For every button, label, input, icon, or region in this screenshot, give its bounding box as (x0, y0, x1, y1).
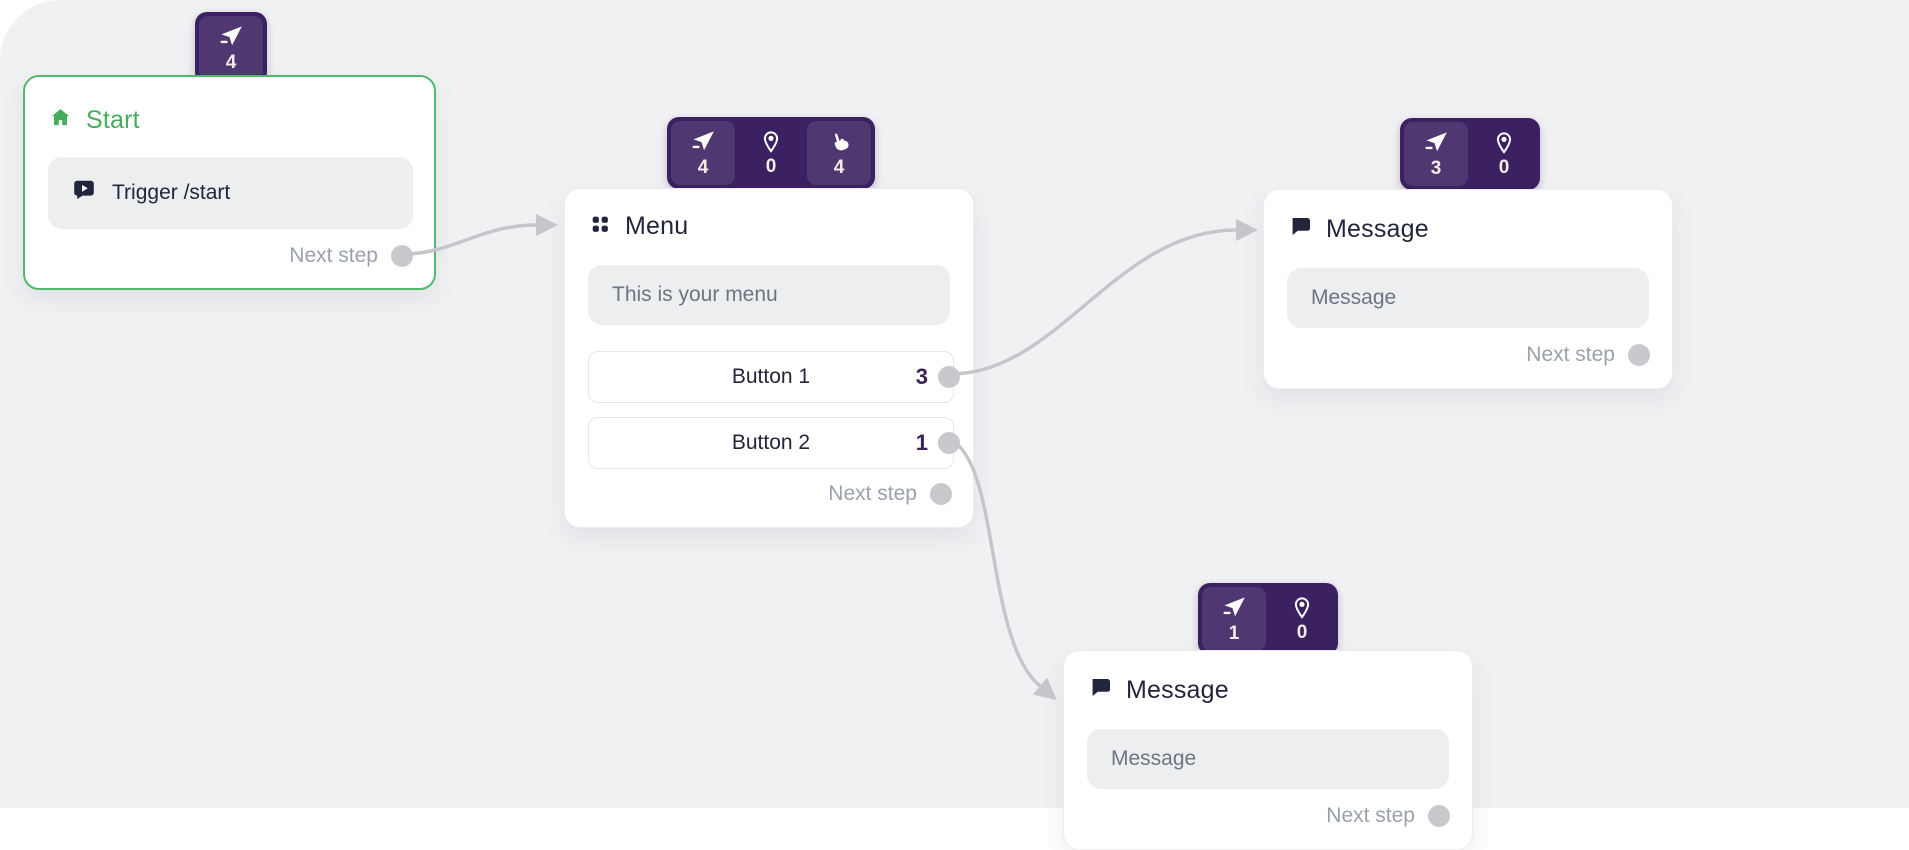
badge-clicks: 4 (807, 121, 871, 185)
next-step-row: Next step (1064, 804, 1472, 827)
send-icon (1221, 595, 1247, 621)
node-start-header: Start (49, 105, 140, 135)
menu-button-label: Button 1 (731, 365, 811, 388)
node-menu[interactable]: Menu This is your menu Button 1 3 Button… (564, 188, 974, 528)
badge-count: 1 (1228, 623, 1240, 644)
counter-badge-group-start: 4 (195, 12, 267, 84)
badge-count: 4 (833, 156, 845, 178)
next-step-row: Next step (1264, 343, 1672, 366)
next-step-label: Next step (1526, 343, 1615, 366)
location-pin-icon (1290, 596, 1314, 620)
trigger-field[interactable]: Trigger /start (48, 157, 413, 229)
trigger-command-icon (72, 178, 96, 208)
node-message-header: Message (1288, 214, 1429, 244)
counter-badge-group-message-bottom: 1 0 (1198, 583, 1338, 655)
next-step-port[interactable] (930, 483, 952, 505)
send-icon (1423, 130, 1449, 156)
button-2-port[interactable] (938, 432, 960, 454)
badge-location: 0 (739, 121, 803, 185)
node-title: Start (86, 105, 140, 134)
badge-count: 0 (1498, 157, 1510, 178)
message-bubble-icon (1088, 676, 1112, 705)
node-start[interactable]: Start Trigger /start Next step (23, 75, 436, 290)
menu-button-count: 3 (915, 364, 928, 389)
menu-button-label: Button 2 (731, 431, 811, 454)
message-placeholder: Message (1111, 747, 1197, 770)
next-step-port[interactable] (391, 245, 413, 267)
node-title: Menu (625, 211, 689, 240)
badge-sent: 4 (199, 16, 263, 80)
menu-text-field[interactable]: This is your menu (588, 265, 950, 325)
message-text-field[interactable]: Message (1287, 268, 1649, 328)
node-message-bottom[interactable]: Message Message Next step (1063, 650, 1473, 850)
node-message-right[interactable]: Message Message Next step (1263, 189, 1673, 389)
edge-button1-to-message (949, 219, 1258, 376)
next-step-label: Next step (289, 244, 378, 267)
node-menu-header: Menu (589, 211, 688, 241)
menu-text-value: This is your menu (612, 283, 778, 306)
node-message-header: Message (1088, 675, 1229, 705)
badge-sent: 3 (1404, 122, 1468, 186)
send-icon (690, 129, 716, 155)
message-placeholder: Message (1311, 286, 1397, 309)
home-icon (49, 106, 72, 134)
badge-location: 0 (1472, 122, 1536, 186)
location-pin-icon (759, 130, 783, 154)
counter-badge-group-menu: 4 0 4 (667, 117, 875, 189)
location-pin-icon (1492, 131, 1516, 155)
badge-count: 0 (765, 156, 777, 177)
badge-sent: 1 (1202, 587, 1266, 651)
next-step-label: Next step (828, 482, 917, 505)
counter-badge-group-message-right: 3 0 (1400, 118, 1540, 190)
node-title: Message (1326, 214, 1429, 243)
badge-count: 3 (1430, 158, 1442, 179)
badge-count: 4 (225, 52, 237, 73)
menu-grid-icon (589, 213, 611, 240)
next-step-port[interactable] (1628, 344, 1650, 366)
menu-button-1[interactable]: Button 1 3 (588, 351, 960, 403)
send-icon (218, 24, 244, 50)
tap-icon (827, 130, 852, 155)
menu-button-count: 1 (915, 430, 928, 455)
node-title: Message (1126, 675, 1229, 704)
next-step-port[interactable] (1428, 805, 1450, 827)
menu-button-2[interactable]: Button 2 1 (588, 417, 960, 469)
badge-location: 0 (1270, 587, 1334, 651)
next-step-row: Next step (565, 482, 973, 505)
message-bubble-icon (1288, 215, 1312, 244)
badge-count: 4 (697, 157, 709, 178)
badge-count: 0 (1296, 622, 1308, 643)
badge-sent: 4 (671, 121, 735, 185)
button-1-port[interactable] (938, 366, 960, 388)
trigger-label: Trigger /start (112, 181, 231, 204)
message-text-field[interactable]: Message (1087, 729, 1449, 789)
next-step-row: Next step (25, 244, 434, 267)
